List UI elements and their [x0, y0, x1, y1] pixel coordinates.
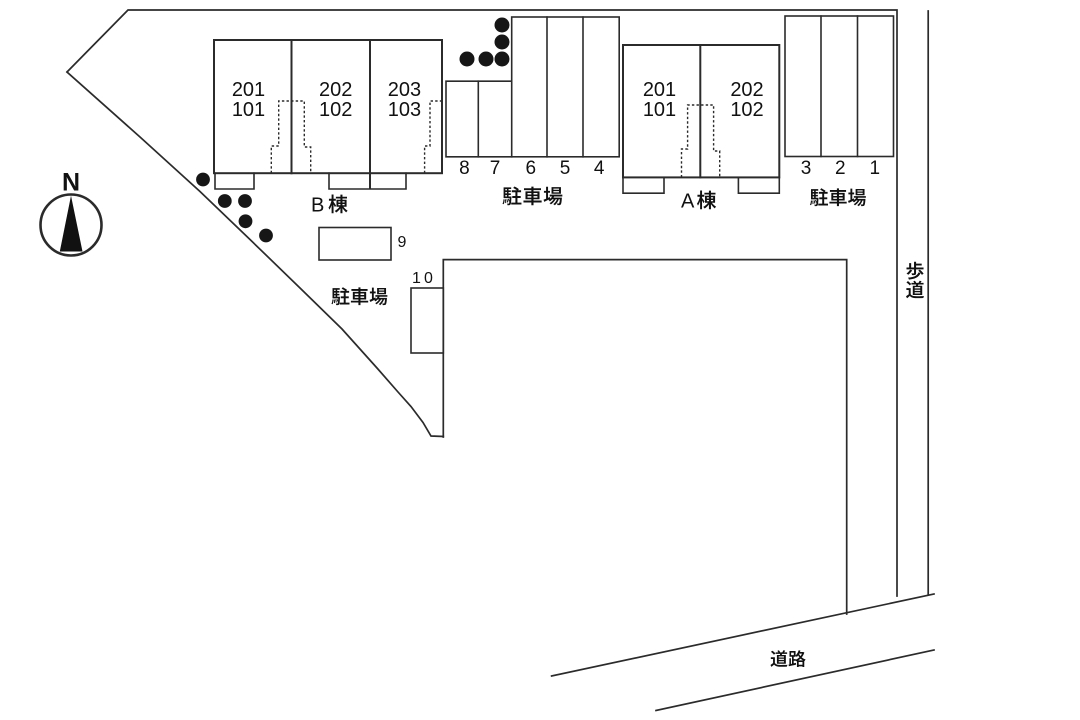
svg-text:102: 102	[730, 99, 763, 121]
svg-text:201: 201	[232, 79, 265, 101]
svg-text:202: 202	[730, 79, 763, 101]
svg-text:9: 9	[397, 234, 406, 251]
svg-text:202: 202	[319, 79, 352, 101]
svg-text:2: 2	[835, 158, 846, 179]
svg-text:4: 4	[594, 158, 605, 179]
svg-text:102: 102	[319, 99, 352, 121]
svg-text:A: A	[681, 191, 695, 213]
svg-text:1: 1	[870, 158, 881, 179]
svg-text:103: 103	[388, 99, 421, 121]
svg-text:7: 7	[490, 158, 501, 179]
svg-text:203: 203	[388, 79, 421, 101]
svg-text:101: 101	[232, 99, 265, 121]
svg-text:5: 5	[560, 158, 571, 179]
svg-text:201: 201	[643, 79, 676, 101]
svg-text:N: N	[62, 169, 80, 197]
svg-text:0: 0	[424, 270, 433, 287]
svg-text:1: 1	[412, 270, 421, 287]
svg-text:6: 6	[526, 158, 537, 179]
svg-text:101: 101	[643, 99, 676, 121]
svg-text:8: 8	[459, 158, 470, 179]
svg-text:B: B	[311, 195, 324, 217]
svg-text:3: 3	[801, 158, 812, 179]
